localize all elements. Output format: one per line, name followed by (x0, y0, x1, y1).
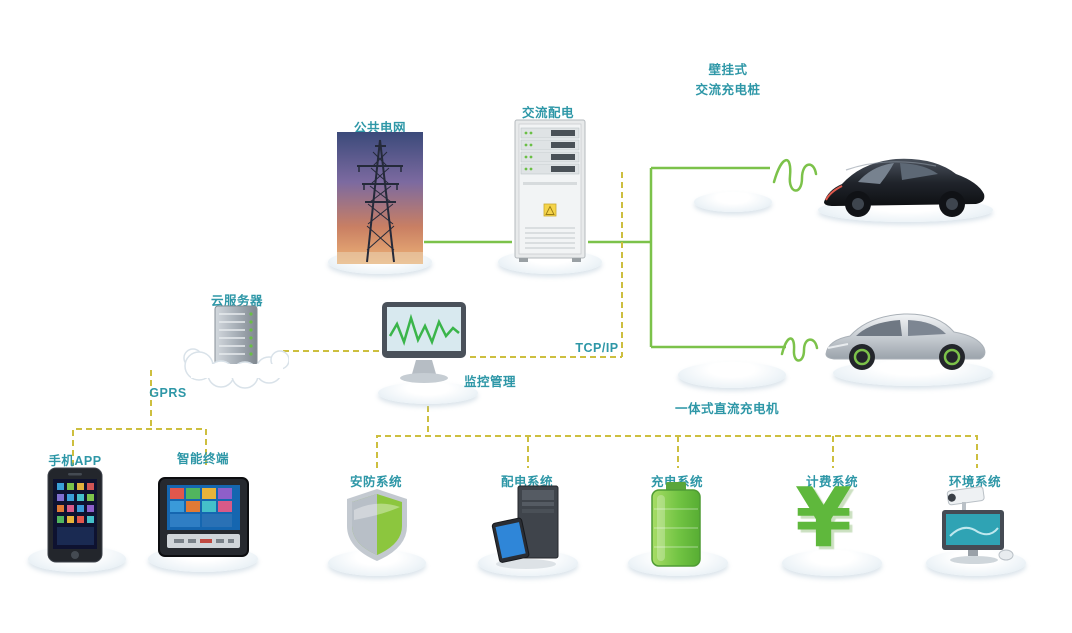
mouse-icon (998, 549, 1014, 561)
label-cloud-server: 云服务器 (210, 294, 263, 308)
charging-cable-coil (772, 159, 818, 192)
cloud-puff (378, 382, 478, 404)
ev-sports-car-image (772, 158, 985, 217)
distribution-cabinet-icon (491, 485, 559, 569)
label-tcpip: TCP/IP (575, 341, 619, 355)
label-dc-charger: 一体式直流充电机 (674, 402, 779, 416)
monitoring-computer-image (382, 302, 466, 383)
label-public-grid: 公共电网 (353, 121, 406, 135)
cloud-puff (782, 550, 882, 576)
label-environment-system: 环境系统 (948, 475, 1001, 489)
smart-terminal-image (158, 477, 249, 557)
environment-monitor-icon (942, 486, 1014, 564)
label-monitoring: 监控管理 (463, 375, 516, 389)
power-tower-image (337, 132, 423, 264)
cloud-puff (678, 362, 786, 388)
battery-icon (651, 482, 701, 567)
cctv-camera-icon (946, 486, 985, 506)
yellow-comm-lines (72, 172, 978, 468)
label-billing-system: 计费系统 (805, 475, 858, 489)
security-shield-icon (347, 489, 407, 561)
label-smart-terminal: 智能终端 (176, 452, 229, 466)
ac-cabinet-image (514, 119, 586, 262)
label-ac-distribution: 交流配电 (521, 106, 574, 120)
charging-cable-coil (780, 337, 819, 362)
label-wall-charger-line2: 交流充电桩 (695, 83, 761, 97)
yuan-symbol-icon: ¥ (795, 471, 853, 566)
label-wall-charger: 壁挂式 交流充电桩 (668, 60, 788, 100)
cloud-puff (694, 192, 772, 212)
cloud-server-image (183, 305, 289, 389)
label-security-system: 安防系统 (349, 475, 402, 489)
ev-sedan-image (825, 313, 986, 370)
green-power-lines (424, 166, 786, 349)
mobile-phone-image (47, 467, 103, 563)
label-gprs: GPRS (149, 386, 187, 400)
label-mobile-app: 手机APP (48, 454, 102, 468)
label-wall-charger-line1: 壁挂式 (708, 63, 748, 77)
